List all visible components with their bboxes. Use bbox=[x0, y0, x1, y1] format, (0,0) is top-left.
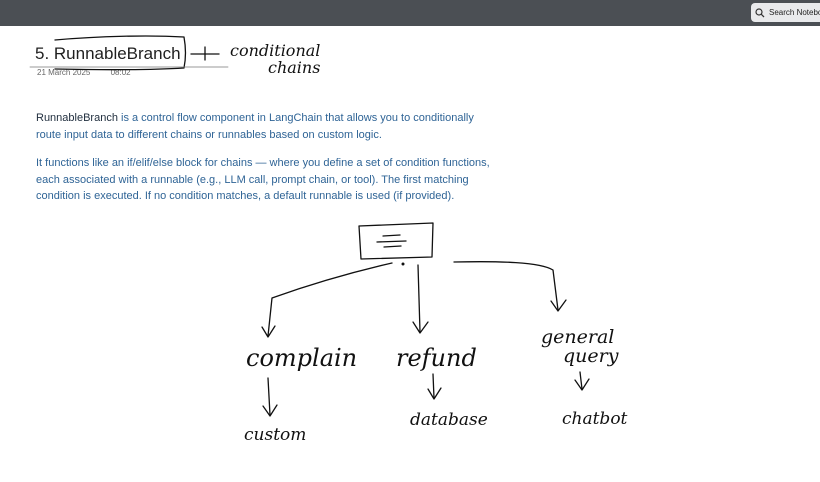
paragraph2-line3: condition is executed. If no condition m… bbox=[36, 190, 455, 202]
result-label-chatbot: chatbot bbox=[562, 409, 628, 429]
paragraph1-line1: is a control flow component in LangChain… bbox=[117, 112, 474, 124]
branch-label-complain: complain bbox=[246, 344, 357, 372]
page-time: 08:02 bbox=[110, 68, 131, 77]
paragraph-explanation: It functions like an if/elif/else block … bbox=[36, 155, 556, 205]
branch-middle-arrowhead bbox=[412, 321, 429, 334]
result-label-database: database bbox=[410, 410, 488, 430]
paragraph1-line2: route input data to different chains or … bbox=[36, 128, 382, 141]
result-left-arrow bbox=[267, 377, 271, 416]
title-ink-box bbox=[54, 35, 187, 71]
branch-node-box bbox=[358, 222, 434, 260]
branch-label-query: query bbox=[563, 345, 619, 367]
page-title[interactable]: 5. RunnableBranch bbox=[35, 39, 181, 68]
branch-label-refund: refund bbox=[396, 344, 477, 372]
result-middle-arrowhead bbox=[427, 387, 442, 400]
branch-node-dot bbox=[401, 262, 405, 266]
result-middle-arrow bbox=[432, 373, 435, 399]
paragraph-definition: RunnableBranch is a control flow compone… bbox=[36, 110, 556, 143]
search-box[interactable]: Search Notebo bbox=[751, 3, 820, 22]
page-title-text: 5. RunnableBranch bbox=[35, 43, 181, 63]
ink-note-conditional: conditional bbox=[230, 41, 320, 60]
branch-right-line bbox=[453, 261, 559, 311]
page-timestamp: 21 March 2025 08:02 bbox=[37, 68, 131, 77]
branch-right-arrowhead bbox=[550, 299, 567, 312]
branch-left-arrowhead bbox=[261, 325, 276, 338]
branch-node-line2 bbox=[376, 240, 407, 243]
result-left-arrowhead bbox=[262, 404, 278, 417]
term-runnablebranch: RunnableBranch bbox=[36, 112, 118, 124]
branch-middle-line bbox=[417, 264, 421, 333]
branch-node-line1 bbox=[382, 234, 401, 237]
result-right-arrowhead bbox=[574, 378, 590, 391]
search-placeholder[interactable]: Search Notebo bbox=[769, 8, 820, 17]
branch-node-line3 bbox=[383, 245, 402, 248]
branch-label-general: general bbox=[541, 326, 614, 348]
result-label-custom: custom bbox=[244, 425, 306, 445]
branch-left-line bbox=[267, 262, 393, 337]
paragraph2-line1: It functions like an if/elif/else block … bbox=[36, 157, 490, 169]
search-icon bbox=[751, 3, 769, 22]
ink-note-chains: chains bbox=[268, 58, 320, 77]
paragraph2-line2: each associated with a runnable (e.g., L… bbox=[36, 173, 469, 186]
result-right-arrow bbox=[579, 371, 583, 390]
page-date: 21 March 2025 bbox=[37, 68, 91, 77]
top-bar: Search Notebo bbox=[0, 0, 820, 26]
